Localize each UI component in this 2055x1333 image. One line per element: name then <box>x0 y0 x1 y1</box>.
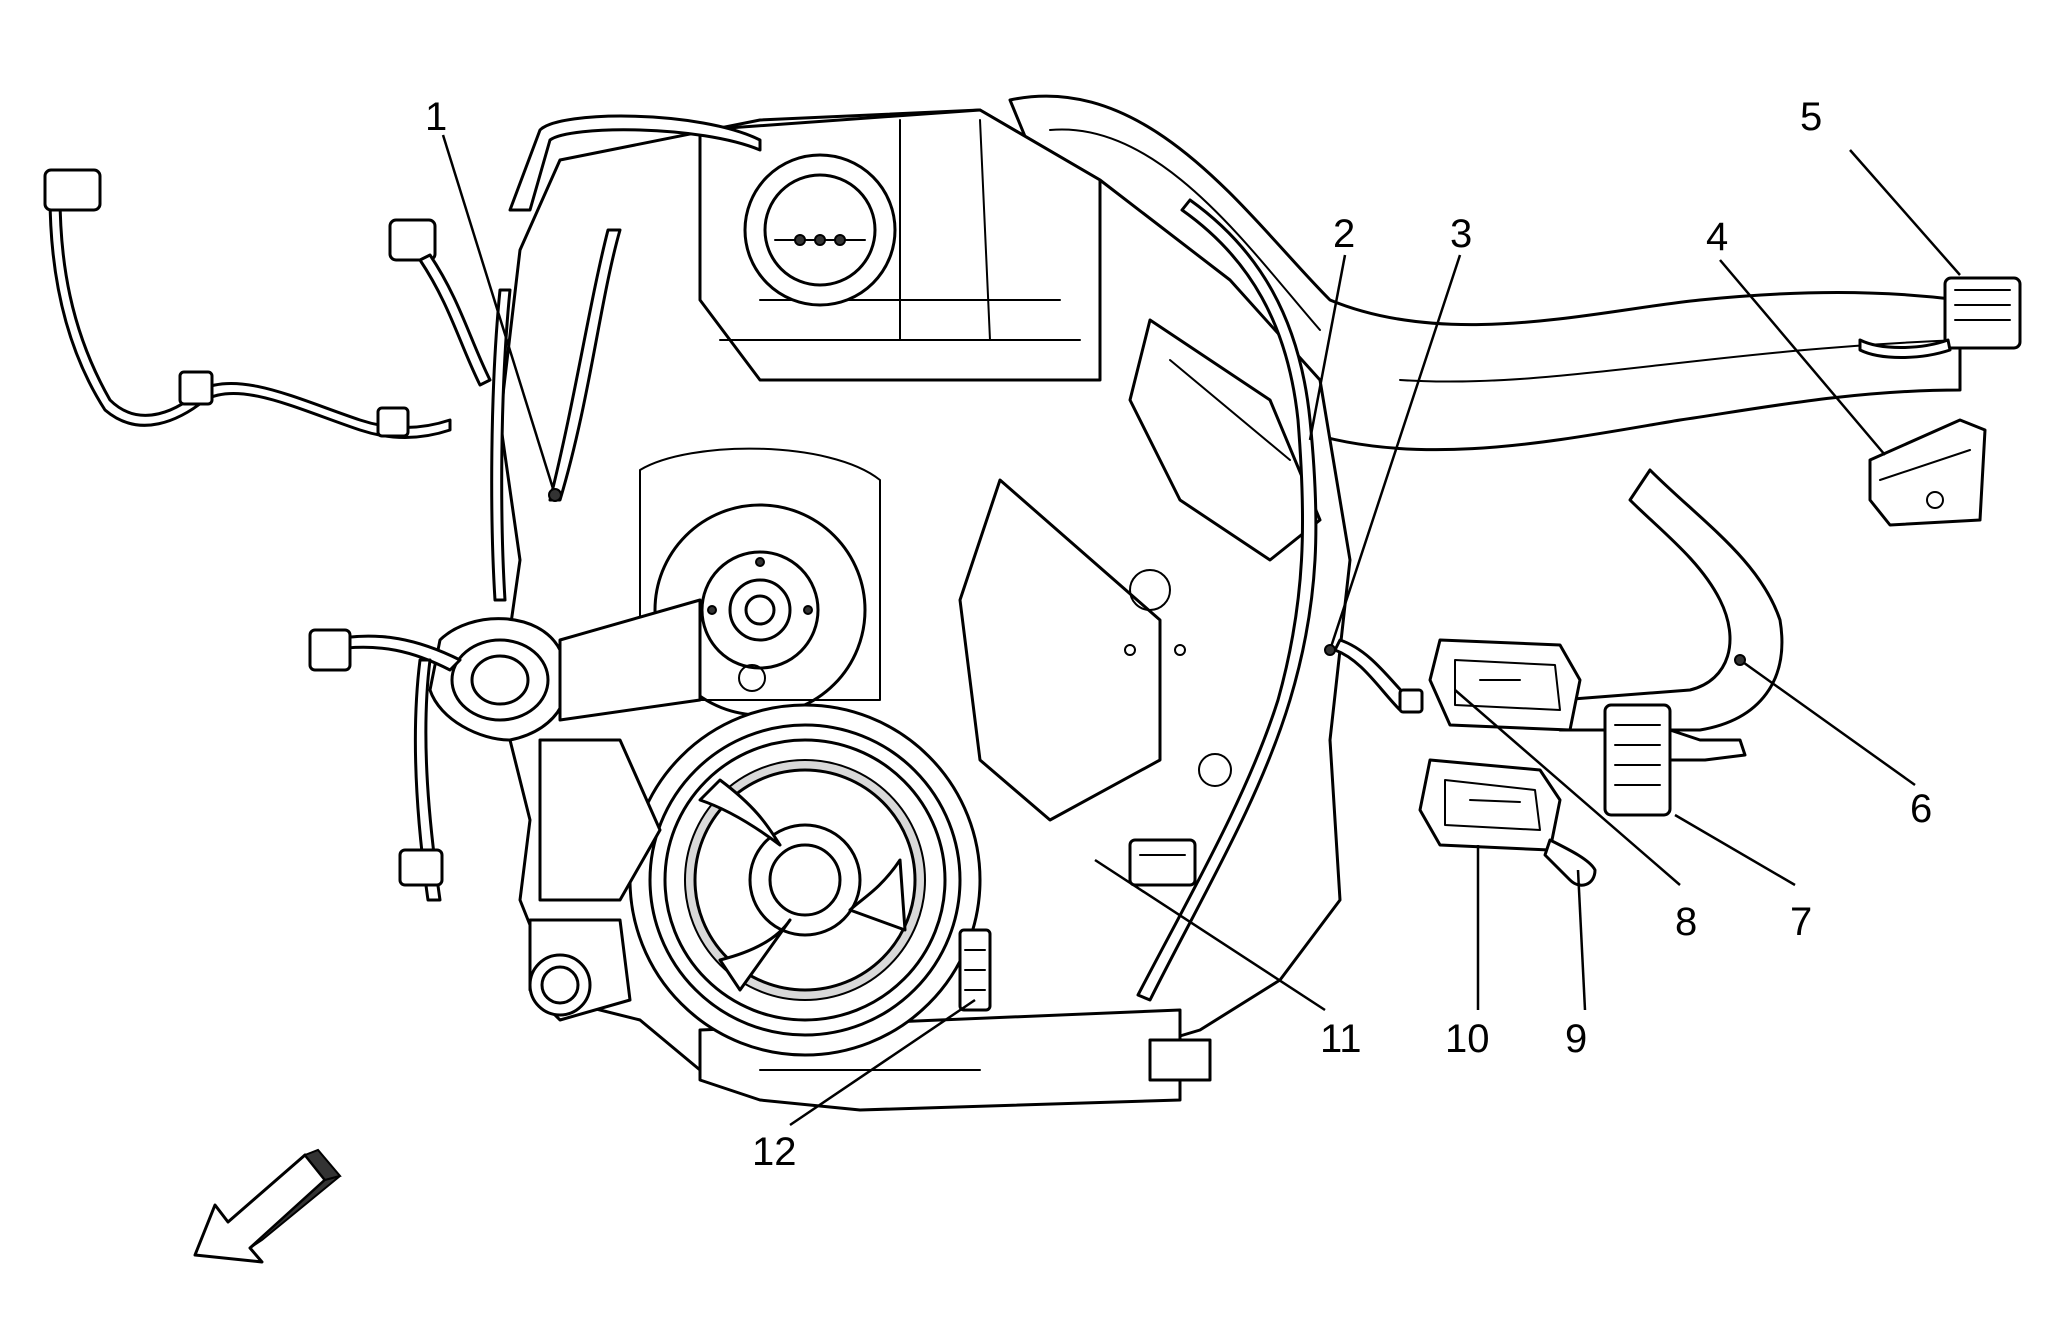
callout-labels: 1 2 3 4 5 6 7 8 9 10 11 12 <box>425 95 1932 1174</box>
right-side-harness <box>1136 198 1424 1002</box>
component-12-sensor <box>958 928 992 1012</box>
callout-5: 5 <box>1800 95 1822 139</box>
component-10-connector <box>1418 758 1562 852</box>
callout-6: 6 <box>1910 787 1932 831</box>
component-9-terminal <box>1543 838 1597 887</box>
callout-4: 4 <box>1706 215 1728 259</box>
callout-8: 8 <box>1675 900 1697 944</box>
callout-10: 10 <box>1445 1017 1490 1061</box>
component-11-sensor <box>1128 838 1197 887</box>
callout-11: 11 <box>1320 1017 1362 1061</box>
callout-12: 12 <box>752 1130 797 1174</box>
water-pump <box>639 447 881 717</box>
upper-harness-left <box>490 114 762 602</box>
front-direction-arrow-icon <box>193 1148 342 1264</box>
left-harness-branch <box>43 168 492 439</box>
crankshaft-balancer <box>628 703 982 1057</box>
callout-leader-lines <box>441 134 1961 1127</box>
callout-9: 9 <box>1565 1017 1587 1061</box>
thermostat-housing <box>428 598 702 742</box>
component-7-connector <box>1603 703 1747 817</box>
callout-7: 7 <box>1790 900 1812 944</box>
callout-3: 3 <box>1450 212 1472 256</box>
starter-motor <box>528 738 662 1022</box>
component-5-connector <box>1858 276 2022 359</box>
component-8-connector <box>1428 638 1582 732</box>
callout-2: 2 <box>1333 212 1355 256</box>
callout-1: 1 <box>425 95 447 139</box>
lower-left-harness-branch <box>308 628 462 902</box>
component-4-bracket <box>1868 418 1987 527</box>
